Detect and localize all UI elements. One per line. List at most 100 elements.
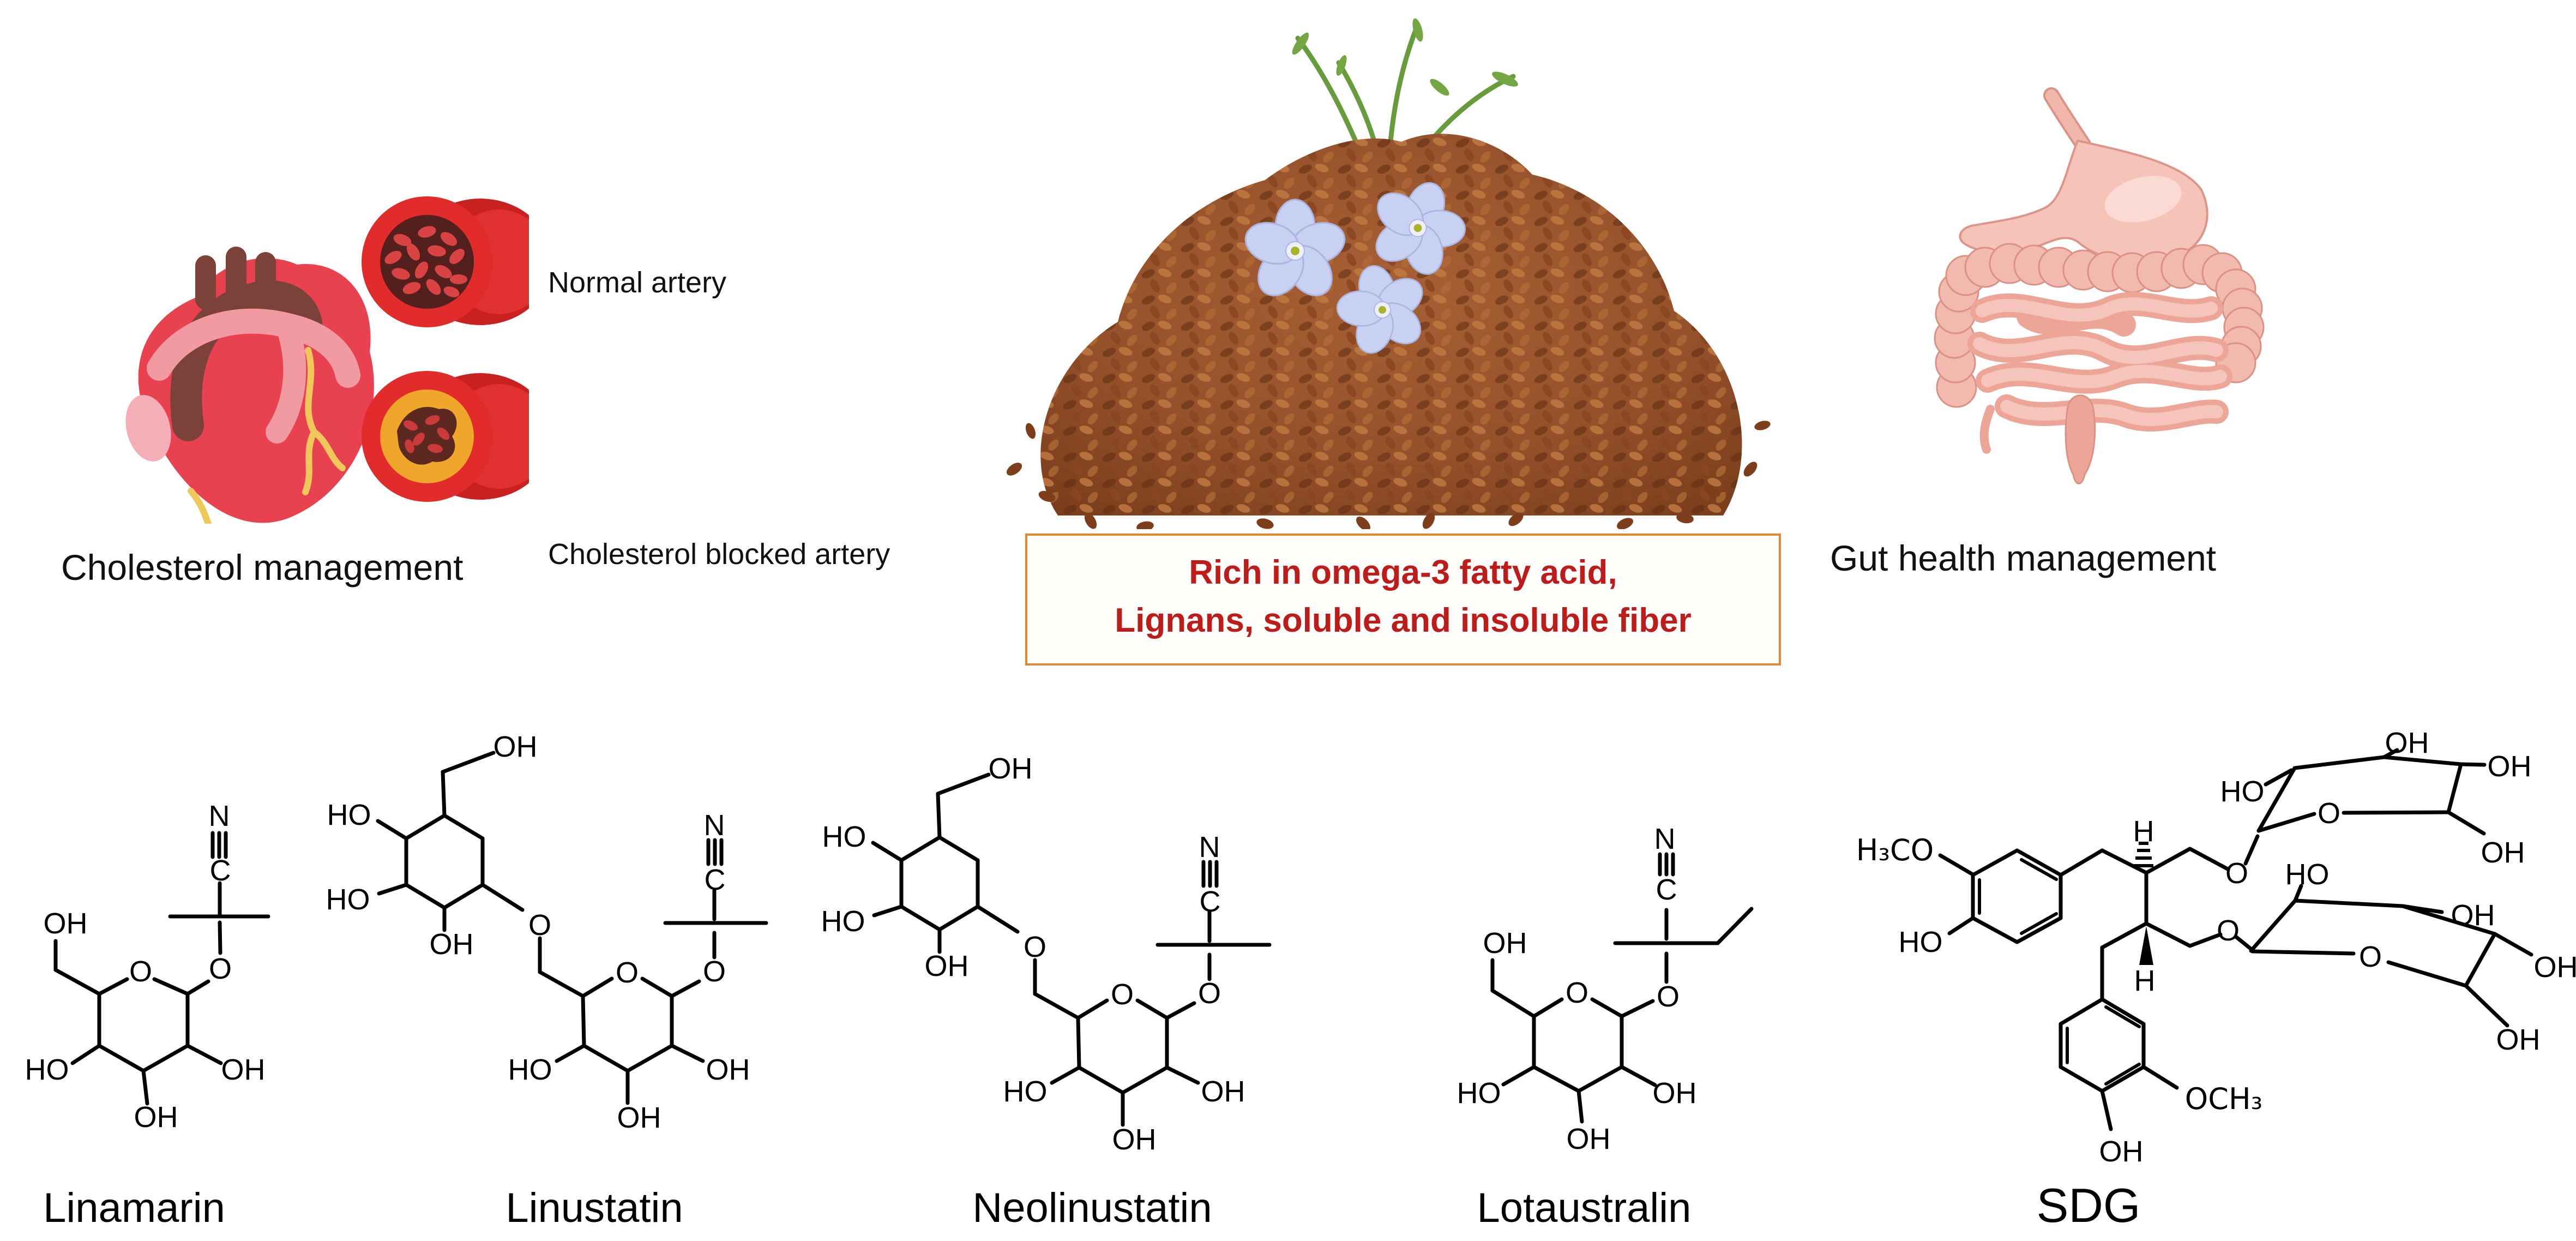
atom-label: OH	[2534, 951, 2576, 984]
atom-label: O	[616, 956, 639, 989]
atom-label: O	[1198, 977, 1221, 1010]
atom-label: N	[1654, 823, 1676, 855]
stomach	[1959, 139, 2208, 263]
rectum	[2065, 394, 2096, 484]
small-intestine	[1967, 292, 2232, 431]
atom-label: N	[209, 800, 230, 832]
atom-label: OH	[134, 1101, 178, 1134]
atom-label: OH	[2385, 727, 2429, 759]
gut-illustration	[1934, 87, 2265, 484]
linustatin-atoms: OH HO HO OH O O HO OH OH O C N	[326, 730, 750, 1134]
cholesterol-caption: Cholesterol management	[61, 547, 464, 587]
atom-label: H	[2133, 815, 2154, 848]
atom-label: O	[129, 955, 152, 988]
atom-label: OH	[430, 928, 474, 961]
atom-label: O	[2217, 914, 2240, 947]
molecule-sdg: H₃CO HO H H O O HO OH OH O OH HO OH O OH…	[1856, 727, 2576, 1232]
atom-label: O	[1566, 976, 1588, 1009]
banner-line-1: Rich in omega-3 fatty acid,	[1189, 554, 1617, 591]
linamarin-atoms: OH O O HO OH OH C N	[25, 800, 266, 1134]
molecule-neolinustatin: OH HO HO OH O O HO OH OH O C N Neolinust…	[821, 752, 1272, 1231]
molecule-linustatin: OH HO HO OH O O HO OH OH O C N Linustati…	[326, 730, 768, 1231]
linustatin-bonds	[376, 751, 768, 1105]
molecule-lotaustralin: OH O HO OH OH O C N Lotaustralin	[1457, 823, 1754, 1231]
atom-label: OH	[925, 950, 969, 982]
molecule-name-lotaustralin: Lotaustralin	[1477, 1185, 1692, 1231]
molecule-name-linustatin: Linustatin	[505, 1185, 683, 1231]
atom-label: HO	[1457, 1077, 1501, 1110]
atom-label: N	[704, 809, 725, 842]
atom-label: OH	[2481, 836, 2525, 869]
left-atrium	[125, 395, 171, 461]
banner-line-2: Lignans, soluble and insoluble fiber	[1115, 602, 1692, 639]
atom-label: HO	[508, 1053, 552, 1086]
atom-label: OH	[2099, 1135, 2144, 1168]
blocked-artery-label: Cholesterol blocked artery	[548, 538, 890, 571]
normal-artery-label: Normal artery	[548, 266, 727, 299]
atom-label: C	[210, 854, 231, 887]
atom-label: OH	[1653, 1077, 1697, 1110]
atom-label: N	[1199, 831, 1220, 864]
flax-leaves	[1292, 18, 1518, 96]
large-intestine	[1934, 243, 2265, 408]
atom-label: HO	[326, 883, 370, 916]
flaxseed-banner: Rich in omega-3 fatty acid, Lignans, sol…	[1025, 533, 1781, 666]
heart-illustration	[125, 196, 529, 524]
atom-label: HO	[2285, 858, 2330, 891]
atom-label: C	[1656, 873, 1677, 906]
atom-label: HO	[2220, 775, 2265, 808]
atom-label: OH	[2488, 750, 2532, 783]
atom-label: OH	[44, 907, 88, 940]
molecule-linamarin: OH O O HO OH OH C N Linamarin	[25, 800, 270, 1231]
atom-label: OH	[1201, 1075, 1245, 1108]
lotaustralin-bonds	[1490, 852, 1754, 1124]
molecule-name-neolinustatin: Neolinustatin	[972, 1185, 1212, 1231]
atom-label: O	[2225, 857, 2248, 890]
atom-label: H	[2134, 964, 2156, 997]
atom-label: OH	[1483, 927, 1527, 960]
atom-label: HO	[822, 820, 866, 853]
atom-label: OH	[221, 1053, 266, 1086]
atom-label: O	[1024, 931, 1046, 963]
atom-label: HO	[25, 1053, 69, 1086]
blocked-artery-cross-section	[362, 371, 529, 502]
atom-label: OH	[706, 1053, 750, 1086]
atom-label: OH	[989, 752, 1033, 785]
atom-label: O	[1111, 978, 1134, 1011]
neolinustatin-bonds	[871, 772, 1272, 1127]
molecule-name-linamarin: Linamarin	[43, 1185, 225, 1231]
atom-label: HO	[327, 799, 371, 831]
lotaustralin-atoms: OH O HO OH OH O C N	[1457, 823, 1697, 1155]
pulmonary-vessels	[147, 308, 360, 443]
atom-label: O	[703, 955, 726, 988]
atom-label: H₃CO	[1856, 833, 1934, 867]
atom-label: OH	[2496, 1023, 2541, 1056]
atom-label: O	[209, 952, 232, 985]
sdg-bonds	[1938, 748, 2533, 1131]
linamarin-bonds	[53, 831, 270, 1106]
sdg-hash-bond	[2134, 842, 2153, 867]
atom-label: O	[2359, 940, 2382, 973]
atom-label: HO	[1003, 1075, 1048, 1108]
coronary-arteries	[188, 347, 346, 524]
atom-label: OH	[2451, 899, 2495, 932]
stomach-highlight	[2104, 176, 2182, 223]
flax-flower-3	[1336, 265, 1423, 354]
neolinustatin-structure: OH HO HO OH O O HO OH OH O C N	[821, 752, 1272, 1156]
sdg-atoms: H₃CO HO H H O O HO OH OH O OH HO OH O OH…	[1856, 727, 2576, 1168]
normal-artery-cross-section	[362, 196, 529, 327]
flaxseed-photo	[1006, 18, 1771, 529]
atom-label: OH	[1112, 1123, 1157, 1156]
atom-label: C	[705, 864, 726, 896]
atom-label: O	[2318, 797, 2340, 830]
atom-label: O	[1657, 980, 1680, 1013]
trapped-cells	[403, 415, 450, 453]
scattered-seeds	[1006, 421, 1771, 529]
sdg-wedge-bond	[2139, 926, 2153, 965]
atom-label: O	[528, 909, 551, 942]
molecule-name-sdg: SDG	[2037, 1178, 2141, 1232]
atom-label: OCH₃	[2185, 1082, 2262, 1116]
neolinustatin-atoms: OH HO HO OH O O HO OH OH O C N	[821, 752, 1245, 1156]
atom-label: OH	[493, 730, 538, 763]
